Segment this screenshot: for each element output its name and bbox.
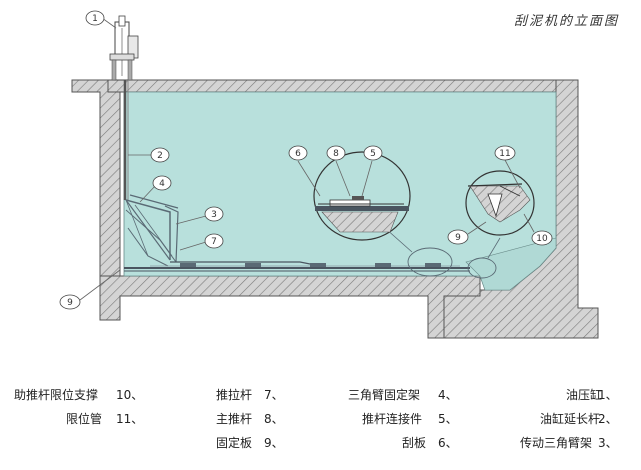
legend-text-2: 油缸延长杆 — [540, 412, 601, 426]
svg-text:6: 6 — [295, 149, 301, 159]
legend-text-4: 三角臂固定架 — [348, 388, 421, 402]
diagram-title: 刮泥机的立面图 — [513, 14, 619, 29]
svg-text:11: 11 — [499, 149, 510, 159]
legend-num-5: 5、 — [438, 412, 458, 426]
legend-num-7: 7、 — [264, 388, 284, 402]
top-slab — [107, 79, 579, 93]
legend-text-8: 主推杆 — [216, 412, 253, 426]
legend-num-10: 10、 — [116, 388, 144, 402]
svg-text:7: 7 — [211, 237, 217, 247]
svg-text:5: 5 — [370, 149, 376, 159]
svg-text:9: 9 — [455, 233, 461, 243]
callout-8: 8 — [326, 145, 346, 161]
triangle-arm-assembly — [125, 194, 179, 267]
main-push-rod — [124, 265, 470, 272]
legend-text-11: 限位管 — [66, 412, 103, 426]
legend-num-11: 11、 — [116, 412, 144, 426]
svg-text:1: 1 — [92, 14, 98, 24]
legend-text-3: 传动三角臂架 — [520, 436, 593, 450]
scraper-blades — [180, 263, 441, 267]
detail-bubble-hopper — [465, 170, 535, 236]
callout-bubbles: 1 2 4 3 7 9 6 8 5 11 9 10 — [59, 10, 553, 310]
legend-num-8: 8、 — [264, 412, 284, 426]
cylinder-extension-rod — [123, 80, 129, 200]
callout-3: 3 — [204, 206, 224, 222]
legend-num-4: 4、 — [438, 388, 458, 402]
callout-10: 10 — [531, 230, 553, 246]
elevation-drawing: 1 2 4 3 7 9 6 8 5 11 9 10 — [59, 10, 599, 339]
callout-9-right: 9 — [447, 229, 469, 245]
legend-num-1: 1、 — [598, 388, 618, 402]
legend-text-7: 推拉杆 — [216, 388, 253, 402]
svg-text:3: 3 — [211, 210, 217, 220]
hydraulic-cylinder — [109, 15, 139, 81]
legend-num-3: 3、 — [598, 436, 618, 450]
detail-leader-hopper — [487, 237, 501, 259]
legend-text-9: 固定板 — [216, 436, 253, 450]
svg-text:10: 10 — [536, 234, 548, 244]
legend-text-10: 助推杆限位支撑 — [14, 388, 99, 402]
parts-legend: 1、 油压缸 2、 油缸延长杆 3、 传动三角臂架 4、 三角臂固定架 5、 推… — [0, 382, 641, 462]
callout-leaders — [79, 17, 535, 301]
callout-9-left: 9 — [59, 294, 81, 310]
callout-11: 11 — [494, 145, 516, 161]
legend-text-5: 推杆连接件 — [362, 412, 423, 426]
legend-num-2: 2、 — [598, 412, 618, 426]
legend-text-6: 刮板 — [402, 436, 427, 450]
svg-text:2: 2 — [157, 151, 163, 161]
callout-5: 5 — [363, 145, 383, 161]
svg-text:4: 4 — [159, 179, 165, 189]
callout-2: 2 — [150, 147, 170, 163]
legend-num-9: 9、 — [264, 436, 284, 450]
detail-marker-hopper — [467, 257, 497, 279]
callout-1: 1 — [85, 10, 105, 26]
callout-4: 4 — [152, 175, 172, 191]
bottom-slab — [99, 275, 481, 339]
detail-marker-center — [407, 247, 453, 277]
tank-walls — [71, 79, 599, 339]
legend-num-6: 6、 — [438, 436, 458, 450]
svg-text:9: 9 — [67, 298, 73, 308]
svg-text:8: 8 — [333, 149, 339, 159]
legend-text-1: 油压缸 — [566, 388, 603, 402]
callout-7: 7 — [204, 233, 224, 249]
callout-6: 6 — [288, 145, 308, 161]
